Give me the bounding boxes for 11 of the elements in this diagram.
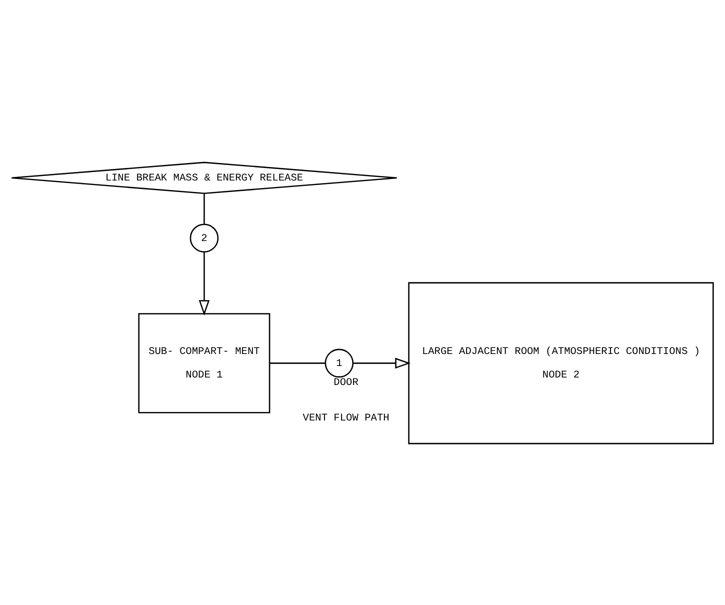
node-label: DOOR bbox=[334, 376, 358, 389]
node-box: LARGE ADJACENT ROOM (ATMOSPHERIC CONDITIONS ) NODE 2 bbox=[408, 282, 714, 444]
node-diamond: LINE BREAK MASS & ENERGY RELEASE bbox=[11, 161, 398, 194]
node-circle: 2 bbox=[190, 223, 219, 252]
arrow bbox=[198, 251, 210, 316]
node-circle: 1 bbox=[324, 348, 354, 378]
connector bbox=[270, 362, 326, 364]
arrow bbox=[353, 357, 411, 368]
connector bbox=[204, 193, 205, 224]
node-label: VENT FLOW PATH bbox=[302, 412, 390, 424]
node-box: SUB- COMPART- MENT NODE 1 bbox=[138, 312, 270, 413]
